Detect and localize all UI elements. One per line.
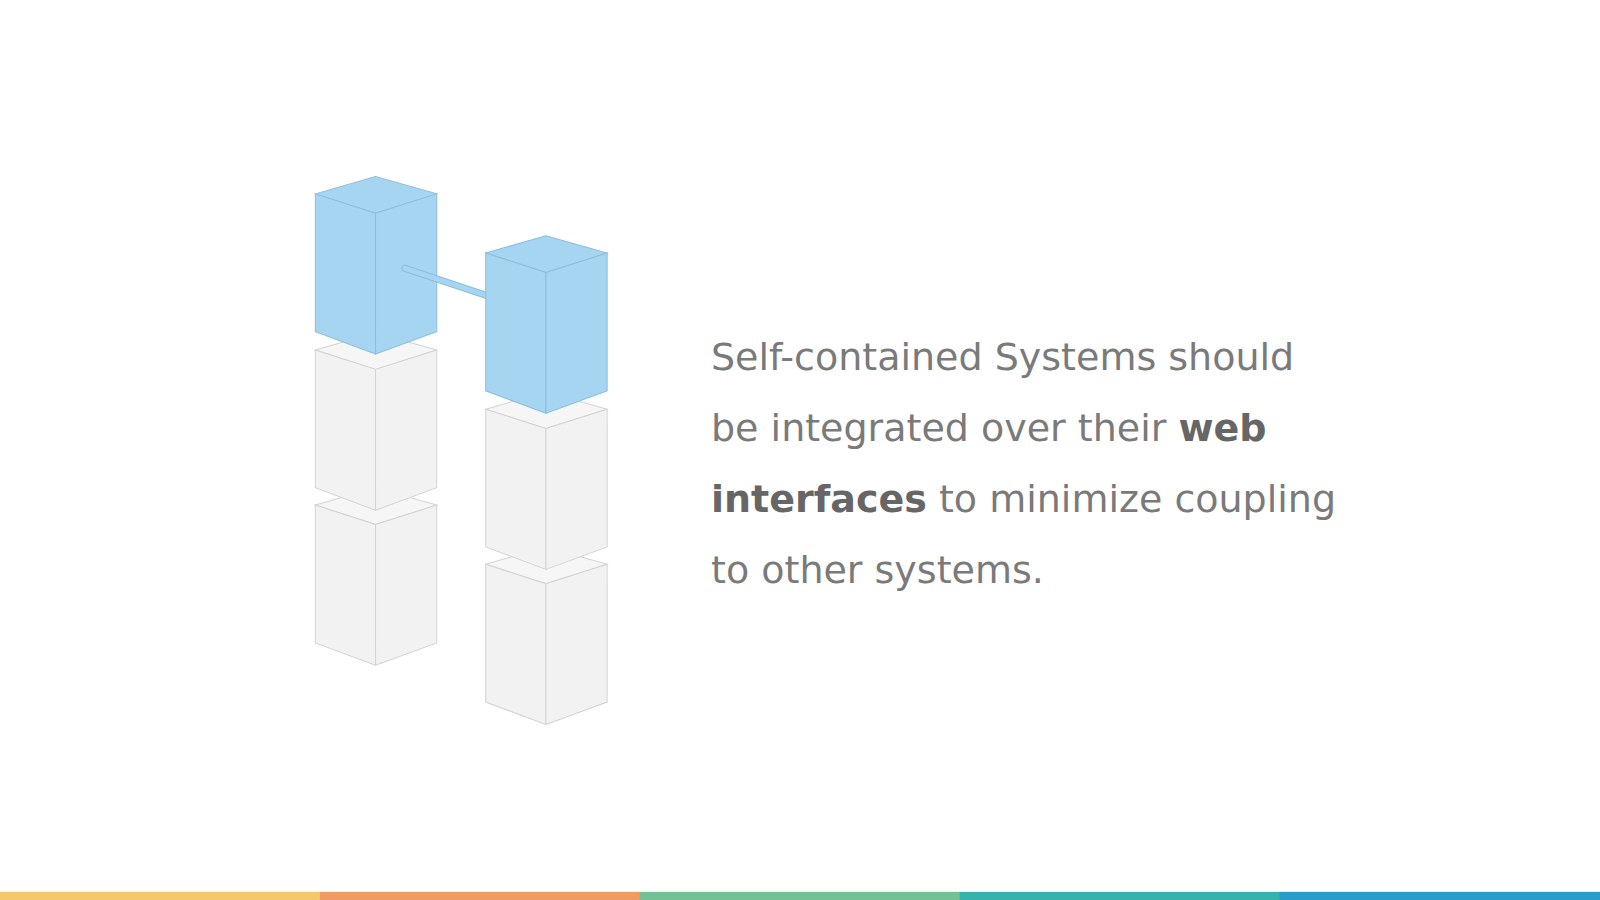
color-bar [0, 892, 1600, 900]
cube-stack-right [405, 236, 607, 725]
cube-stack-left [315, 177, 436, 666]
statement-text: Self-contained Systems should be integra… [711, 322, 1351, 606]
